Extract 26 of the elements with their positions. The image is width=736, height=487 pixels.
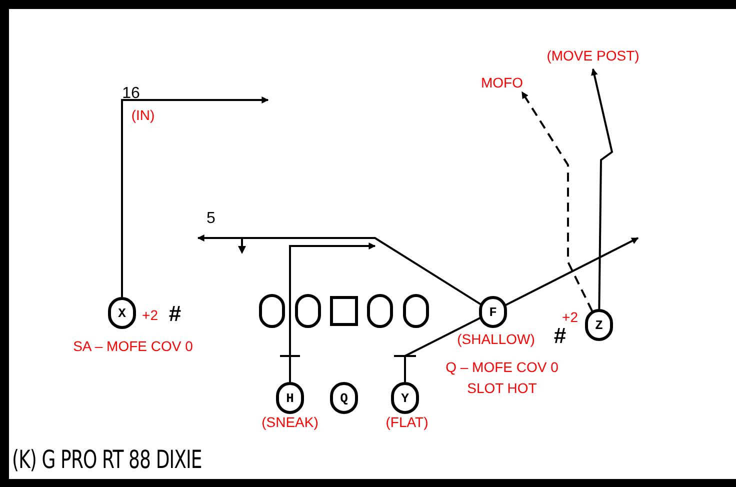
route-label: (MOVE POST) [546,47,640,65]
player-letter: X [118,306,126,320]
note-text: (IN) [131,106,155,125]
player-letter: Z [595,318,603,332]
player-letter: Q [340,392,348,404]
route-arrow [404,237,639,382]
play-title: (K) G PRO RT 88 DIXIE [12,447,202,472]
player-letter: H [286,392,294,404]
note-text: 16 [122,84,140,104]
note-text: # [168,300,182,328]
player-letter: Y [401,392,409,404]
note-text: (FLAT) [386,414,428,432]
route-arrow [521,91,594,312]
note-text: (SNEAK) [262,414,318,432]
route-arrow [591,68,614,310]
note-text: (SHALLOW) [457,331,535,348]
note-text: +2 [142,307,158,324]
route-arrow [197,234,482,306]
center-square [330,296,358,326]
route-arrow [289,242,376,382]
player-letter: F [489,306,497,318]
route-label: 5 [206,209,216,229]
note-text: SA – MOFE COV 0 [73,338,193,356]
route-arrow [121,96,269,297]
note-text: Q – MOFE COV 0 SLOT HOT [444,358,560,398]
route-label: MOFO [481,74,523,92]
